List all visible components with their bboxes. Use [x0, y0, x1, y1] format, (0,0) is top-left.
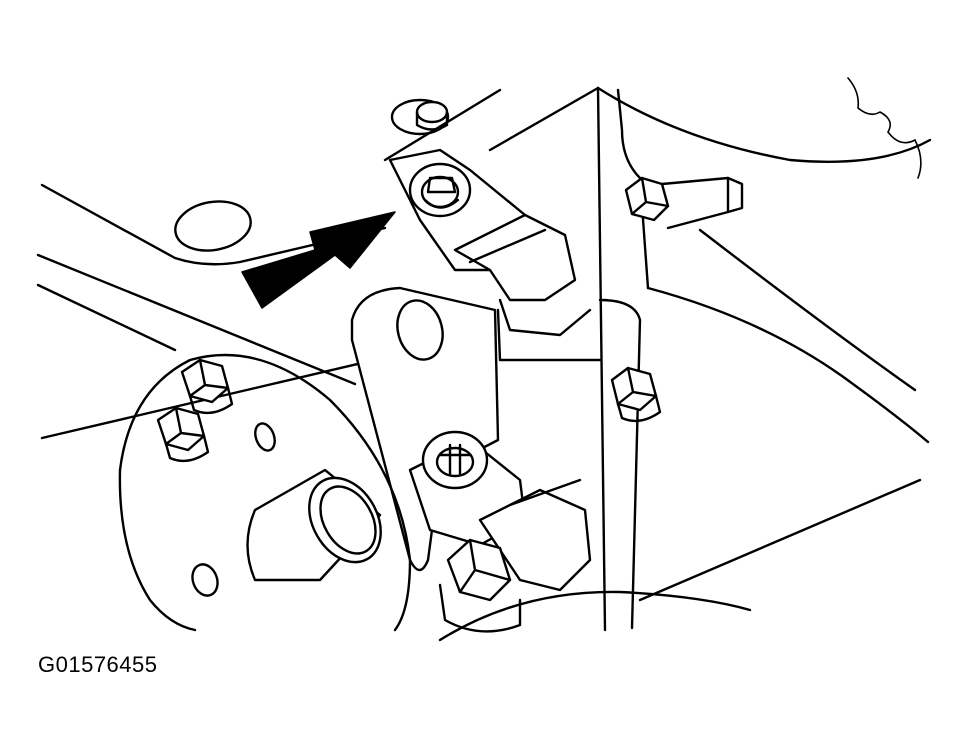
- flange-bolt-upper: [180, 358, 234, 415]
- lower-drum: [438, 590, 752, 642]
- lower-hex-bolt: [438, 538, 522, 633]
- pointer-arrow: [241, 211, 396, 309]
- top-plug: [390, 98, 450, 136]
- flange-plate: [118, 353, 412, 632]
- figure-id-label: G01576455: [38, 652, 158, 677]
- lower-sensor-connector: [408, 430, 592, 592]
- right-upper-bolt: [624, 176, 744, 230]
- hub-cylinder: [246, 468, 382, 582]
- flange-bolt-lower: [156, 406, 210, 463]
- right-lower-bolt: [610, 366, 662, 423]
- engine-housing: [40, 77, 932, 632]
- housing-oval-hole: [174, 200, 252, 252]
- upper-sensor-connector: [388, 148, 592, 337]
